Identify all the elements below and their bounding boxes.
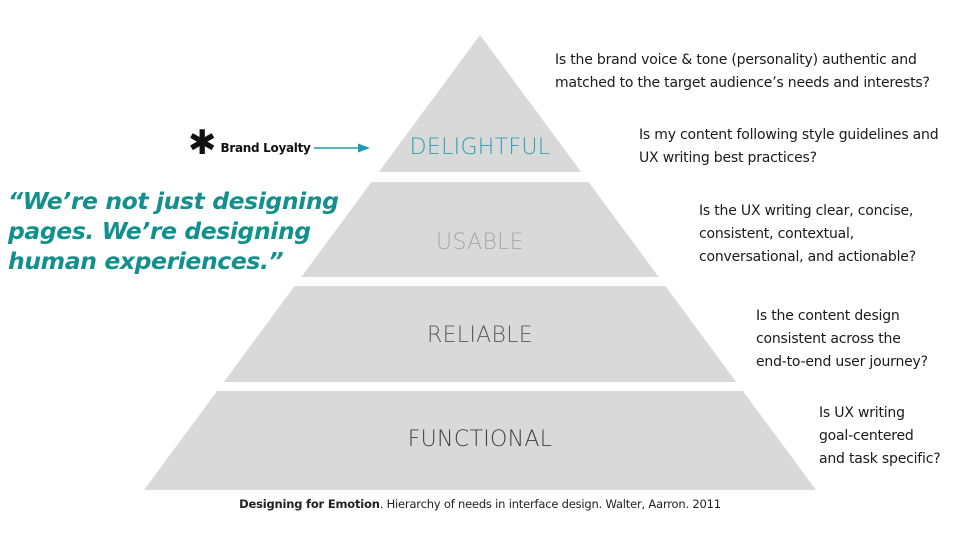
question-functional: Is UX writing goal-centered and task spe… bbox=[819, 402, 941, 471]
question-line: Is the UX writing clear, concise, bbox=[699, 203, 914, 219]
tier-shape-usable bbox=[301, 182, 659, 277]
question-reliable: Is the content design consistent across … bbox=[756, 305, 928, 374]
question-brand-voice: Is the brand voice & tone (personality) … bbox=[555, 49, 930, 95]
quote-line: pages. We’re designing bbox=[8, 217, 311, 245]
question-line: Is the brand voice & tone (personality) … bbox=[555, 52, 917, 68]
question-usable: Is the UX writing clear, concise, consis… bbox=[699, 200, 916, 269]
tier-shape-reliable bbox=[223, 286, 737, 382]
question-line: consistent, contextual, bbox=[699, 226, 854, 242]
question-line: Is my content following style guidelines… bbox=[639, 127, 939, 143]
question-line: end-to-end user journey? bbox=[756, 354, 928, 370]
brand-loyalty-annotation: ✱ Brand Loyalty bbox=[188, 124, 311, 162]
quote-line: human experiences.” bbox=[8, 247, 284, 275]
source-caption: Designing for Emotion. Hierarchy of need… bbox=[0, 497, 960, 511]
question-line: conversational, and actionable? bbox=[699, 249, 916, 265]
question-line: UX writing best practices? bbox=[639, 150, 817, 166]
question-line: consistent across the bbox=[756, 331, 901, 347]
tier-label-delightful: DELIGHTFUL bbox=[409, 135, 551, 160]
arrow-right-icon bbox=[314, 143, 370, 153]
question-line: matched to the target audience’s needs a… bbox=[555, 75, 930, 91]
pull-quote: “We’re not just designing pages. We’re d… bbox=[8, 186, 339, 276]
question-line: goal-centered bbox=[819, 428, 914, 444]
question-delightful: Is my content following style guidelines… bbox=[639, 124, 939, 170]
question-line: Is the content design bbox=[756, 308, 900, 324]
caption-citation: . Hierarchy of needs in interface design… bbox=[379, 497, 721, 511]
question-line: and task specific? bbox=[819, 451, 941, 467]
question-line: Is UX writing bbox=[819, 405, 905, 421]
tier-label-usable: USABLE bbox=[436, 230, 524, 255]
tier-label-reliable: RELIABLE bbox=[427, 323, 533, 348]
quote-line: “We’re not just designing bbox=[8, 187, 339, 215]
tier-label-functional: FUNCTIONAL bbox=[407, 427, 553, 452]
caption-title: Designing for Emotion bbox=[239, 497, 380, 511]
tier-shape-functional bbox=[144, 391, 816, 490]
asterisk-icon: ✱ bbox=[188, 124, 217, 162]
tier-shape-delightful bbox=[378, 35, 582, 172]
brand-loyalty-label: Brand Loyalty bbox=[220, 141, 311, 155]
